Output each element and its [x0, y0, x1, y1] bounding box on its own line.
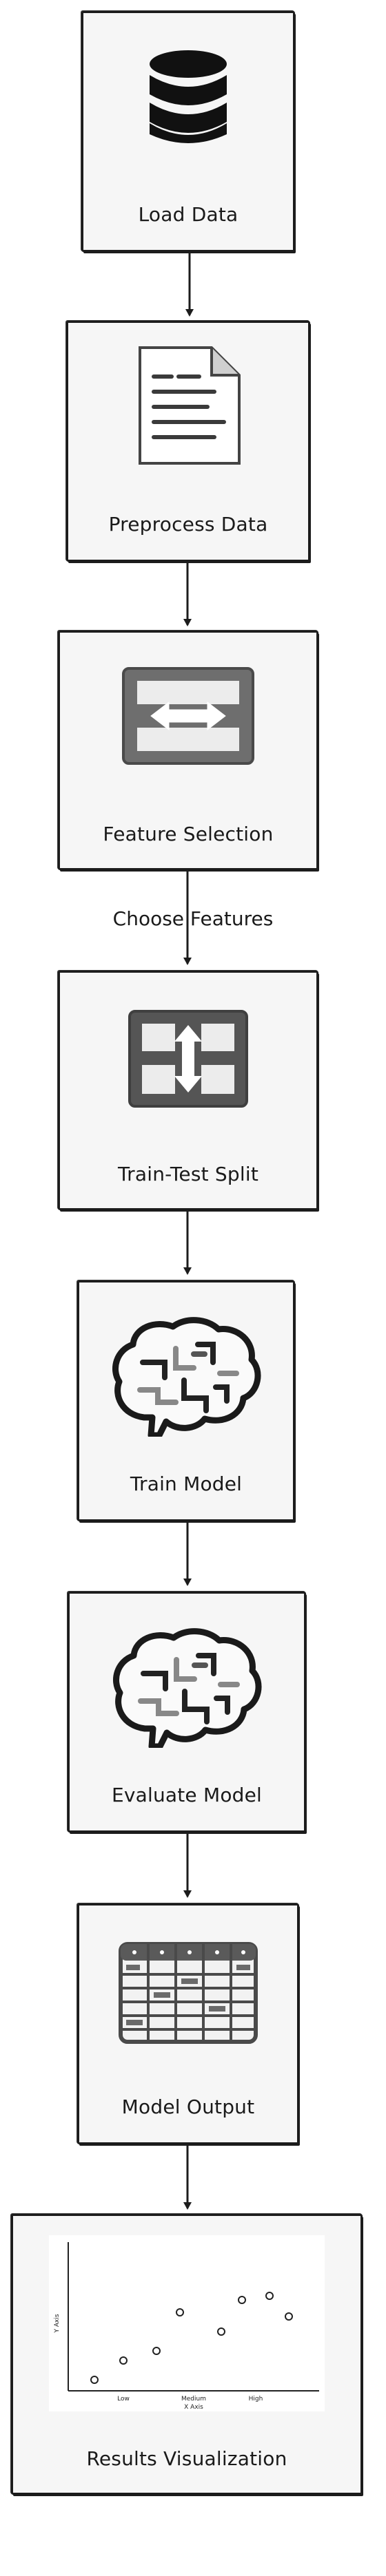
node-train-model[interactable]: Train Model: [77, 1280, 295, 1521]
scatter-x-label: X Axis: [184, 2404, 203, 2411]
scatter-x-tick-medium: Medium: [181, 2396, 206, 2403]
node-label: Train-Test Split: [117, 1163, 259, 1185]
scatter-point: [176, 2308, 184, 2316]
brain-icon: [110, 1314, 263, 1439]
node-results-visualization[interactable]: Y Axis Low Medium High X Axis Results Vi…: [11, 2214, 363, 2495]
node-label: Load Data: [138, 203, 238, 226]
node-label: Preprocess Data: [108, 513, 268, 536]
node-evaluate-model[interactable]: Evaluate Model: [68, 1592, 306, 1833]
scatter-x-tick-low: Low: [117, 2396, 130, 2403]
scatter-point: [217, 2327, 225, 2336]
scatter-point: [152, 2347, 161, 2355]
node-label: Train Model: [130, 1472, 243, 1495]
node-model-output[interactable]: Model Output: [77, 1903, 299, 2144]
edge-label-choose-features: Choose Features: [112, 907, 274, 930]
brain-icon: [110, 1625, 263, 1750]
table-icon: [118, 1941, 258, 2045]
horizontal-arrows-icon: [121, 666, 256, 766]
node-feature-selection[interactable]: Feature Selection: [58, 631, 318, 870]
node-train-test-split[interactable]: Train-Test Split: [58, 971, 318, 1210]
scatter-x-tick-high: High: [249, 2396, 263, 2403]
vertical-arrows-icon: [127, 1009, 250, 1109]
document-icon: [132, 344, 245, 467]
node-label: Evaluate Model: [111, 1784, 263, 1806]
node-load-data[interactable]: Load Data: [81, 11, 295, 252]
scatter-point: [285, 2312, 293, 2321]
scatter-y-label: Y Axis: [54, 2314, 61, 2333]
node-label: Results Visualization: [86, 2447, 287, 2470]
scatter-point: [238, 2296, 246, 2304]
node-label: Feature Selection: [103, 823, 274, 845]
scatter-plot-icon: Y Axis Low Medium High X Axis: [49, 2235, 325, 2411]
database-icon: [147, 49, 230, 152]
node-preprocess-data[interactable]: Preprocess Data: [66, 321, 310, 562]
scatter-point: [90, 2376, 99, 2384]
node-label: Model Output: [121, 2095, 255, 2118]
scatter-point: [119, 2356, 128, 2365]
scatter-point: [265, 2292, 274, 2300]
